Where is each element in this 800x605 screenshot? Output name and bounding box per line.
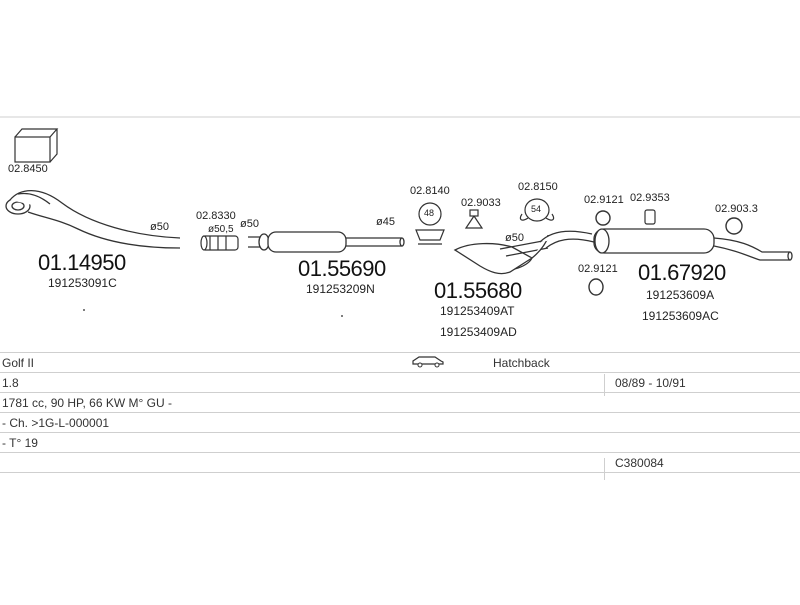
- ring-d-code: 02.9121: [578, 263, 618, 275]
- center-diameter: ø50: [505, 232, 524, 244]
- ring-a-code: 02.9121: [584, 194, 624, 206]
- set-code-cell: C380084: [491, 452, 800, 473]
- front-pipe-diameter: ø50: [150, 221, 169, 233]
- years-cell: 08/89 - 10/91: [491, 372, 800, 393]
- model-cell: Golf II: [0, 352, 194, 373]
- chassis-cell: - Ch. >1G-L-000001: [0, 412, 800, 433]
- clamp-diameter: ø50,5: [208, 224, 234, 235]
- center-silencer-oe-2: 191253409AD: [440, 325, 517, 339]
- mount-a-code: 02.8140: [410, 185, 450, 197]
- mount-c-number: 54: [531, 204, 542, 214]
- mid-diameter-right: ø45: [376, 216, 395, 228]
- clamp-code: 02.8330: [196, 210, 236, 222]
- body-icon-cell: [362, 352, 491, 373]
- type-cell: - T° 19: [0, 432, 800, 453]
- mount-b-code: 02.9033: [461, 197, 501, 209]
- center-silencer-oe-1: 191253409AT: [440, 304, 515, 318]
- ring-a-icon: [595, 210, 611, 226]
- rear-silencer-icon: [539, 228, 793, 261]
- set-code-divider: [604, 458, 605, 480]
- marker-dot: [341, 315, 343, 317]
- hatchback-car-icon: [411, 356, 444, 368]
- front-pipe-icon: [5, 189, 181, 249]
- front-pipe-oe: 191253091C: [48, 276, 117, 290]
- rear-silencer-code: 01.67920: [638, 260, 726, 285]
- clamp-icon: [200, 235, 239, 251]
- table-row: C380084: [0, 452, 800, 473]
- ring-c-icon: [725, 217, 743, 235]
- ring-d-icon: [588, 278, 604, 296]
- catalyst-box-icon: [14, 128, 59, 163]
- mid-silencer-code: 01.55690: [298, 256, 386, 281]
- marker-dot: [83, 309, 85, 311]
- rubber-mount-icon: [464, 209, 484, 229]
- table-row: 1.8 08/89 - 10/91: [0, 372, 800, 393]
- engine-cell: 1.8: [0, 372, 491, 393]
- center-silencer-icon: [453, 234, 549, 275]
- body-cell: Hatchback: [491, 352, 701, 373]
- mount-c-code: 02.8150: [518, 181, 558, 193]
- mount-a-number: 48: [424, 208, 435, 218]
- table-row: - Ch. >1G-L-000001: [0, 412, 800, 433]
- mid-diameter-left: ø50: [240, 218, 259, 230]
- mount-48-icon: [415, 202, 445, 245]
- vehicle-info-table: Golf II Hatchback 1.8 08/89 - 10/91 1781…: [0, 352, 800, 473]
- rear-silencer-oe-1: 191253609A: [646, 288, 715, 302]
- cat-bracket-code: 02.8450: [8, 163, 48, 175]
- mid-silencer-oe: 191253209N: [306, 282, 375, 296]
- middle-silencer-icon: [248, 231, 405, 253]
- front-pipe-code: 01.14950: [38, 250, 126, 275]
- rear-silencer-oe-2: 191253609AC: [642, 309, 719, 323]
- ring-c-code: 02.903.3: [715, 203, 758, 215]
- table-row: Golf II Hatchback: [0, 352, 800, 373]
- table-row: - T° 19: [0, 432, 800, 453]
- ring-b-code: 02.9353: [630, 192, 670, 204]
- mount-54-icon: [519, 198, 555, 222]
- table-row: 1781 cc, 90 HP, 66 KW M° GU -: [0, 392, 800, 413]
- ring-b-icon: [644, 209, 656, 225]
- years-divider: [604, 374, 605, 396]
- center-silencer-code: 01.55680: [434, 278, 522, 303]
- spec-cell: 1781 cc, 90 HP, 66 KW M° GU -: [0, 392, 800, 413]
